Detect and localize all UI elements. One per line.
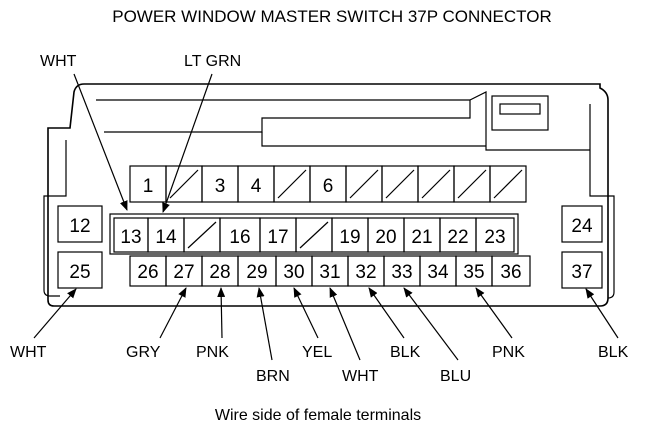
pin-row-3: 26 27 28 29 30 31 32 33 34 35 36 [129,255,531,287]
wire-label-31: WHT [342,368,379,385]
leader-33 [403,287,459,361]
pin-label-24: 24 [571,216,593,237]
leader-32 [368,287,405,339]
housing-step [261,132,486,147]
wire-label-37: BLK [598,344,629,361]
connector-housing-inner [43,140,67,297]
pin-label-20: 20 [375,227,396,248]
housing-latch-body [469,91,590,151]
pin-label-1: 1 [143,176,154,197]
pin-label-35: 35 [463,262,484,283]
pin-label-21: 21 [411,227,432,248]
wire-label-30: YEL [302,344,332,361]
pin-label-6: 6 [323,176,334,197]
leader-25 [33,288,77,339]
pin-label-32: 32 [355,262,376,283]
pin-label-19: 19 [339,227,360,248]
diagram-title: POWER WINDOW MASTER SWITCH 37P CONNECTOR [112,7,552,26]
pin-label-36: 36 [500,262,521,283]
pin-cell-11-empty [489,165,527,203]
wire-label-25: WHT [10,344,47,361]
leader-35 [475,287,513,339]
pin-cell-25 [57,251,103,289]
pin-label-23: 23 [484,227,505,248]
pin-label-26: 26 [137,262,158,283]
wire-label-28: PNK [196,344,229,361]
wire-label-29: BRN [256,368,290,385]
leader-29 [256,287,273,361]
pin-label-34: 34 [427,262,449,283]
latch-slot [499,103,541,115]
pin-label-30: 30 [283,262,304,283]
pin-label-14: 14 [155,227,177,248]
leader-27 [159,287,187,339]
housing-top-ledge [96,99,471,133]
leader-28 [217,287,226,339]
wire-label-33: BLU [440,368,471,385]
pin-label-13: 13 [120,227,141,248]
pin-label-29: 29 [246,262,267,283]
diagram-caption: Wire side of female terminals [215,407,421,424]
latch-tab [491,95,549,131]
pin-label-22: 22 [447,227,468,248]
pin-label-33: 33 [391,262,412,283]
leader-14 [162,73,213,213]
pin-cell-24 [561,205,603,243]
pin-label-37: 37 [571,262,592,283]
pin-label-27: 27 [173,262,194,283]
leader-31 [329,287,361,361]
pin-label-17: 17 [267,227,288,248]
pin-label-4: 4 [251,176,262,197]
pin-label-16: 16 [229,227,250,248]
wire-label-27: GRY [126,344,161,361]
pin-row-2: 13 14 16 17 19 20 21 22 23 [113,217,515,253]
pin-cell-37 [561,251,603,289]
wire-label-32: BLK [390,344,421,361]
pin-label-28: 28 [209,262,230,283]
pin-label-3: 3 [215,176,226,197]
pin-label-12: 12 [69,216,90,237]
pin-row-2-frame [109,213,519,255]
pin-row-1: 1 3 4 6 [129,165,527,203]
leader-37 [585,288,619,339]
pin-label-25: 25 [69,262,90,283]
connector-housing-inner-right [589,104,615,299]
leader-13 [73,73,128,211]
wire-label-14: LT GRN [184,53,241,70]
leader-30 [293,287,319,339]
wire-label-13: WHT [40,53,77,70]
pin-cell-12 [57,205,103,243]
wire-label-35: PNK [492,344,525,361]
pin-label-31: 31 [319,262,340,283]
